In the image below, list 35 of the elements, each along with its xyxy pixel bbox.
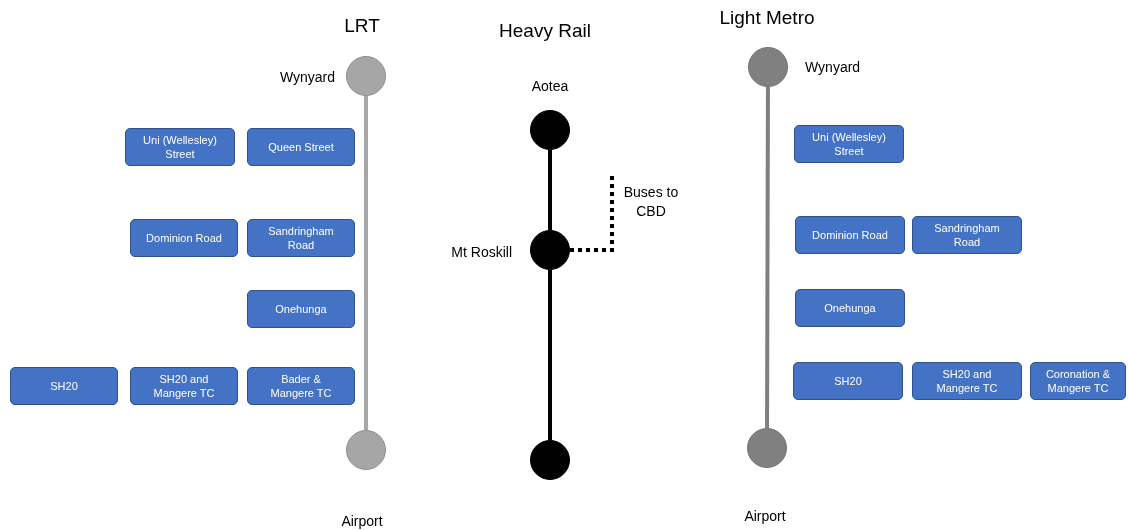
station-name: Aotea bbox=[531, 78, 569, 94]
station-box: Uni (Wellesley) Street bbox=[125, 128, 235, 166]
track-line bbox=[548, 150, 552, 230]
station-box: SH20 bbox=[793, 362, 903, 400]
station-box: Bader & Mangere TC bbox=[247, 367, 355, 405]
line-title: LRT bbox=[344, 15, 380, 37]
station-circle bbox=[346, 430, 386, 470]
station-name: Airport bbox=[341, 513, 383, 529]
station-name: Wynyard bbox=[279, 69, 335, 85]
station-box: SH20 and Mangere TC bbox=[912, 362, 1022, 400]
station-name: Mt Roskill bbox=[451, 244, 512, 260]
station-box: SH20 and Mangere TC bbox=[130, 367, 238, 405]
station-circle bbox=[346, 56, 386, 96]
station-name: Wynyard bbox=[805, 59, 861, 75]
station-box: Dominion Road bbox=[795, 216, 905, 254]
station-circle bbox=[530, 110, 570, 150]
track-line bbox=[364, 96, 368, 430]
station-circle bbox=[530, 440, 570, 480]
station-box: Coronation & Mangere TC bbox=[1030, 362, 1126, 400]
station-circle bbox=[748, 47, 788, 87]
station-circle bbox=[747, 428, 787, 468]
station-box: Onehunga bbox=[795, 289, 905, 327]
station-box: Sandringham Road bbox=[912, 216, 1022, 254]
station-name: Airport bbox=[744, 508, 786, 524]
track-line bbox=[765, 87, 770, 428]
line-title: Light Metro bbox=[719, 7, 815, 29]
station-circle bbox=[530, 230, 570, 270]
station-box: Uni (Wellesley) Street bbox=[794, 125, 904, 163]
station-box: Onehunga bbox=[247, 290, 355, 328]
station-box: Sandringham Road bbox=[247, 219, 355, 257]
station-box: Queen Street bbox=[247, 128, 355, 166]
station-box: SH20 bbox=[10, 367, 118, 405]
track-line bbox=[548, 270, 552, 440]
station-box: Dominion Road bbox=[130, 219, 238, 257]
line-title: Heavy Rail bbox=[499, 20, 591, 42]
